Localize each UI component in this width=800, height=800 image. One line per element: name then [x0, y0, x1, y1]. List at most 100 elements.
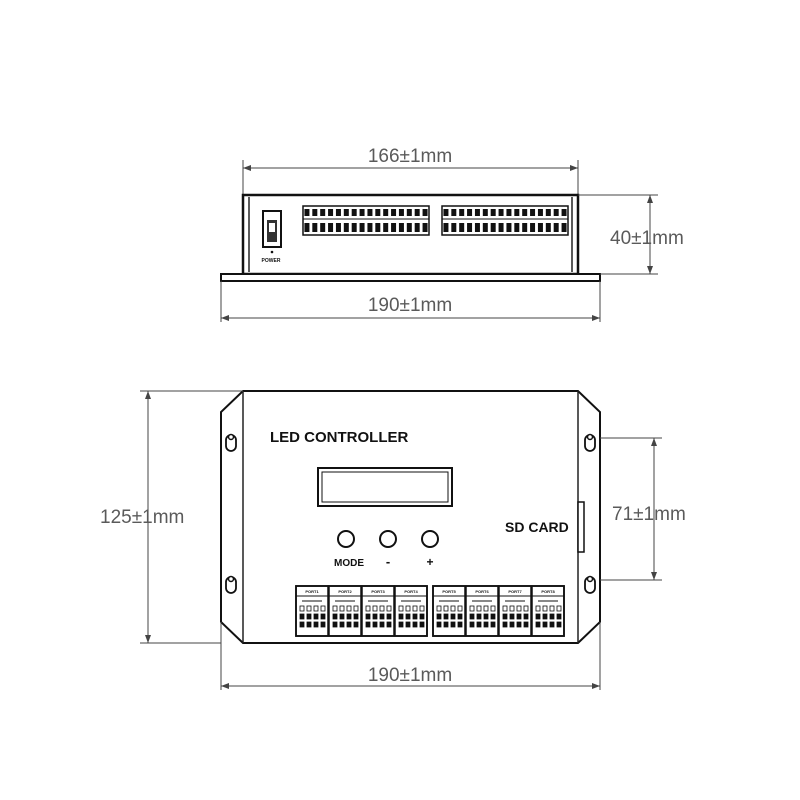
port-label: PORT3 — [371, 589, 385, 594]
port-pin — [379, 613, 385, 620]
port-pin — [490, 613, 496, 620]
port-pin — [365, 605, 371, 612]
port-pin — [306, 621, 312, 628]
terminal-pin — [443, 223, 449, 232]
keyhole-slot — [584, 575, 596, 594]
port-pin — [299, 613, 305, 620]
plus-button[interactable] — [421, 530, 439, 548]
terminal-pin — [351, 223, 357, 232]
port-pin — [332, 605, 338, 612]
power-switch[interactable] — [262, 210, 282, 254]
port-pin — [483, 613, 489, 620]
port-pin — [556, 605, 562, 612]
port-3: PORT3 — [361, 585, 395, 637]
mode-button[interactable] — [337, 530, 355, 548]
port-pin — [535, 621, 541, 628]
port-pin — [339, 605, 345, 612]
port-pin — [405, 605, 411, 612]
port-pin — [332, 613, 338, 620]
terminal-screw — [328, 209, 334, 216]
port-pin — [353, 613, 359, 620]
terminal-screw — [422, 209, 428, 216]
terminal-pin — [490, 223, 496, 232]
port-pin — [419, 613, 425, 620]
port-pin — [412, 605, 418, 612]
port-pin — [549, 613, 555, 620]
port-label: PORT7 — [508, 589, 522, 594]
port-pin — [502, 605, 508, 612]
port-pin — [412, 613, 418, 620]
port-pin — [379, 621, 385, 628]
port-pin — [509, 605, 515, 612]
port-pin — [457, 613, 463, 620]
port-pin — [523, 613, 529, 620]
terminal-pin — [414, 223, 420, 232]
port-pin — [509, 613, 515, 620]
port-pin — [386, 613, 392, 620]
port-pin — [372, 613, 378, 620]
port-pin — [490, 621, 496, 628]
port-pin — [398, 605, 404, 612]
port-pin — [556, 621, 562, 628]
dimension-mount-spacing: 71±1mm — [600, 437, 686, 581]
terminal-pin — [335, 223, 341, 232]
port-pin — [542, 613, 548, 620]
terminal-screw — [406, 209, 412, 216]
port-pin — [332, 621, 338, 628]
terminal-screw — [343, 209, 349, 216]
dimension-front-width: 190±1mm — [220, 622, 601, 690]
sd-card-slot[interactable] — [577, 501, 585, 553]
terminal-screw — [514, 209, 520, 216]
terminal-screw — [545, 209, 551, 216]
terminal-pin — [459, 223, 465, 232]
port-pin — [313, 613, 319, 620]
dimension-front-height: 125±1mm — [100, 390, 243, 644]
plus-button-label: + — [426, 555, 433, 569]
port-pin — [313, 605, 319, 612]
terminal-screw — [335, 209, 341, 216]
terminal-pin — [522, 223, 528, 232]
keyhole-slot — [584, 433, 596, 452]
port-pin — [386, 605, 392, 612]
port-pin — [476, 621, 482, 628]
port-1: PORT1 — [295, 585, 329, 637]
terminal-pin — [304, 223, 310, 232]
terminal-pin — [561, 223, 567, 232]
port-pin — [372, 605, 378, 612]
terminal-screw — [467, 209, 473, 216]
dimension-mount-spacing-label: 71±1mm — [612, 504, 686, 525]
port-pin — [346, 613, 352, 620]
port-pin — [542, 605, 548, 612]
terminal-screw — [304, 209, 310, 216]
terminal-pin — [514, 223, 520, 232]
port-6: PORT6 — [465, 585, 499, 637]
terminal-pin — [467, 223, 473, 232]
port-pin — [339, 613, 345, 620]
port-pin — [320, 621, 326, 628]
port-pin — [339, 621, 345, 628]
dimension-top-width-label: 166±1mm — [368, 146, 452, 167]
terminal-pin — [375, 223, 381, 232]
terminal-screw — [398, 209, 404, 216]
port-group-left — [295, 585, 428, 637]
terminal-pin — [422, 223, 428, 232]
terminal-screw — [391, 209, 397, 216]
minus-button[interactable] — [379, 530, 397, 548]
port-pin — [476, 613, 482, 620]
terminal-screw — [459, 209, 465, 216]
port-pin — [549, 621, 555, 628]
port-pin — [469, 613, 475, 620]
port-group-right — [432, 585, 565, 637]
terminal-screw — [383, 209, 389, 216]
terminal-screw — [312, 209, 318, 216]
dimension-top-base-width-label: 190±1mm — [368, 295, 452, 316]
port-pin — [502, 613, 508, 620]
sd-card-label: SD CARD — [505, 519, 569, 535]
terminal-pin — [545, 223, 551, 232]
port-pin — [320, 605, 326, 612]
terminal-block-left — [302, 205, 430, 236]
terminal-pin — [553, 223, 559, 232]
port-pin — [443, 621, 449, 628]
terminal-pin — [498, 223, 504, 232]
port-pin — [306, 605, 312, 612]
